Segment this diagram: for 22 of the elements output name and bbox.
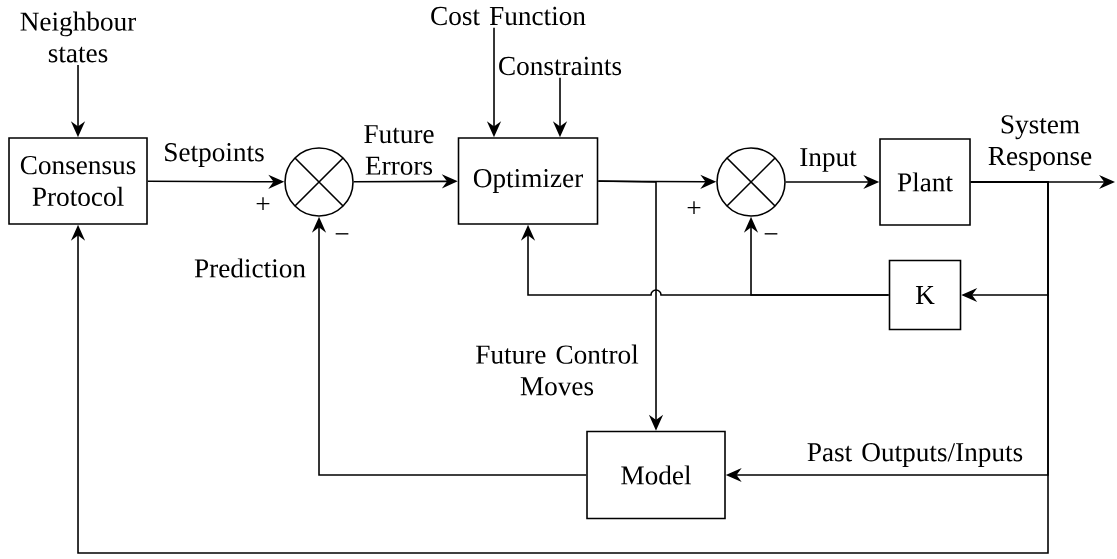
edge-label: Input bbox=[800, 148, 857, 172]
block-box: Model bbox=[586, 430, 726, 520]
block-box: Optimizer bbox=[457, 137, 599, 225]
edge-label: Setpoints bbox=[165, 143, 264, 167]
sign-label: + bbox=[687, 201, 701, 214]
sign-label: − bbox=[764, 233, 778, 235]
summing-junction bbox=[284, 147, 354, 217]
edge-label: Future Errors bbox=[364, 125, 434, 175]
edge-label: System Response bbox=[988, 115, 1092, 171]
edge-label: Past Outputs/Inputs bbox=[807, 443, 1023, 467]
edge-label: Prediction bbox=[194, 258, 306, 278]
sign-label: − bbox=[335, 233, 349, 235]
arrow bbox=[70, 181, 1049, 554]
block-box: K bbox=[888, 259, 962, 331]
edge-label: Future Control Moves bbox=[476, 344, 639, 396]
block-box: Plant bbox=[879, 138, 971, 226]
input-label: Cost Function bbox=[431, 6, 586, 26]
input-label: Neighbour states bbox=[20, 11, 136, 63]
input-label: Constraints bbox=[499, 56, 622, 76]
summing-junction bbox=[716, 147, 786, 217]
sign-label: + bbox=[256, 197, 270, 210]
block-box: Consensus Protocol bbox=[8, 137, 148, 225]
